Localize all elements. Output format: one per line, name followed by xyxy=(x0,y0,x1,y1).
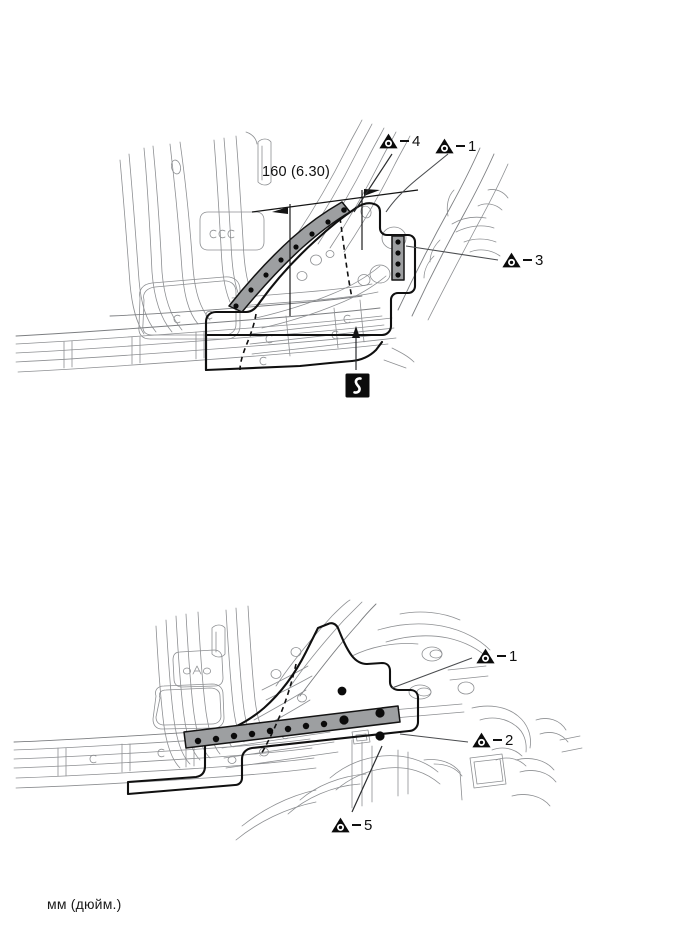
lower-leader-lines xyxy=(351,657,473,813)
callout-triangle-icon xyxy=(476,648,495,664)
callout-number: 3 xyxy=(535,251,544,269)
callout-marker-2[interactable]: 2 xyxy=(472,732,513,748)
callout-marker-4[interactable]: 4 xyxy=(379,133,420,149)
callout-triangle-icon xyxy=(331,817,350,833)
callout-dash xyxy=(400,140,409,142)
callout-marker-1-lower[interactable]: 1 xyxy=(476,648,517,664)
callout-number: 1 xyxy=(468,137,477,155)
callout-dash xyxy=(493,739,502,741)
unit-caption: мм (дюйм.) xyxy=(47,896,122,912)
sealer-symbol xyxy=(345,373,370,398)
callout-number: 5 xyxy=(364,816,373,834)
callout-dash xyxy=(352,824,361,826)
callout-dash xyxy=(497,655,506,657)
upper-hidden-lines xyxy=(239,217,353,371)
upper-background-structure xyxy=(15,119,509,373)
callout-number: 4 xyxy=(412,132,421,150)
callout-triangle-icon xyxy=(379,133,398,149)
callout-marker-3[interactable]: 3 xyxy=(502,252,543,268)
upper-weld-band xyxy=(228,201,405,313)
callout-marker-5[interactable]: 5 xyxy=(331,817,372,833)
callout-triangle-icon xyxy=(502,252,521,268)
callout-triangle-icon xyxy=(472,732,491,748)
upper-highlighted-part xyxy=(204,202,417,372)
upper-figure: 160 (6.30) xyxy=(0,119,689,440)
upper-leader-lines xyxy=(352,153,499,370)
callout-marker-1-upper[interactable]: 1 xyxy=(435,138,476,154)
lower-hidden-lines xyxy=(259,663,297,757)
upper-weld-points xyxy=(233,207,347,309)
callout-number: 2 xyxy=(505,731,514,749)
dimension-label: 160 (6.30) xyxy=(262,164,330,180)
callout-number: 1 xyxy=(509,647,518,665)
callout-dash xyxy=(523,259,532,261)
lower-figure xyxy=(0,599,689,860)
upper-weld-points-right xyxy=(395,239,401,278)
lower-weld-band xyxy=(183,686,401,749)
callout-dash xyxy=(456,145,465,147)
callout-triangle-icon xyxy=(435,138,454,154)
